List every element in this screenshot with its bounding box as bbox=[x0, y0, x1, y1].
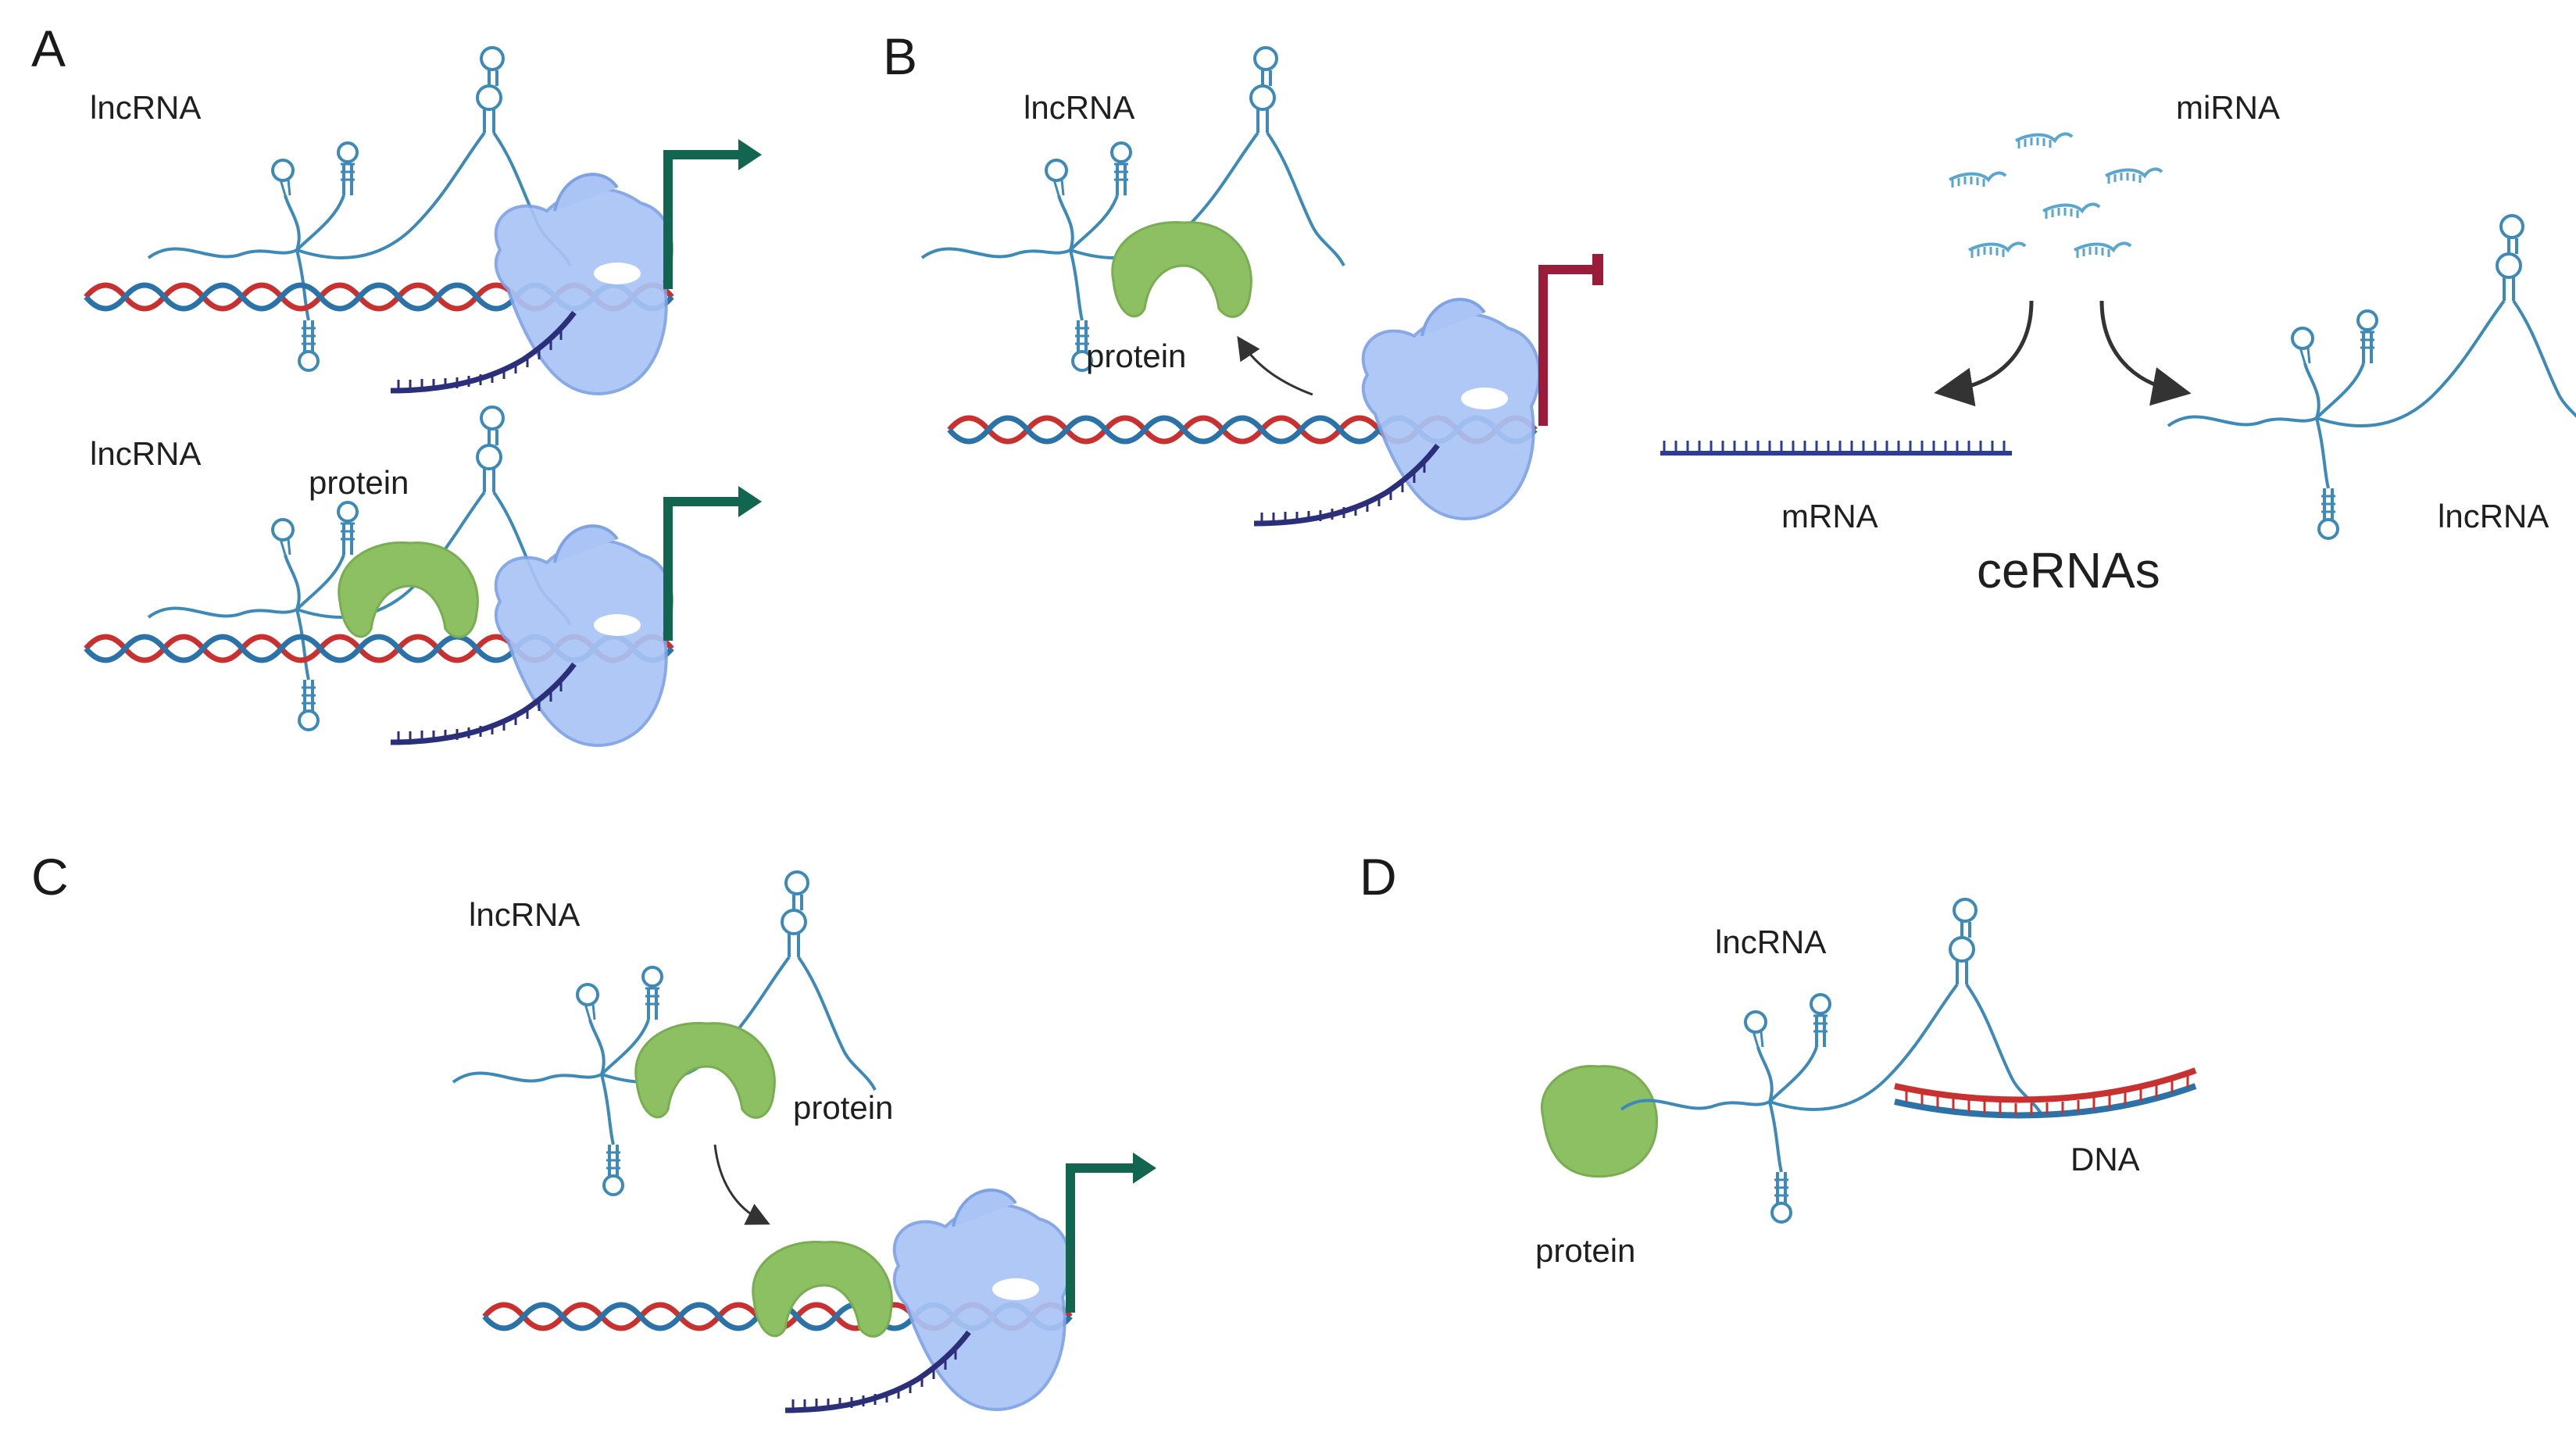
activation-arrow-icon bbox=[1066, 1163, 1137, 1313]
panel-a-letter: A bbox=[31, 20, 66, 77]
mirna-icon bbox=[2073, 241, 2132, 259]
panel-b-cerna-label: ceRNAs bbox=[1977, 542, 2160, 599]
protein-icon bbox=[634, 1021, 776, 1119]
panel-c-letter: C bbox=[31, 848, 69, 906]
panel-d-protein-label: protein bbox=[1535, 1232, 1635, 1269]
lncrna-structure-icon bbox=[147, 46, 572, 372]
panel-b-left: lncRNA protein bbox=[920, 46, 1603, 523]
panel-b-mirna-label: miRNA bbox=[2176, 89, 2280, 126]
panel-a-top-lncrna-label: lncRNA bbox=[90, 89, 201, 126]
panel-c: lncRNA protein bbox=[452, 870, 1156, 1410]
panel-a-top: lncRNA bbox=[86, 46, 762, 395]
lncrna-structure-icon bbox=[2167, 214, 2576, 540]
protein-icon bbox=[1111, 220, 1252, 318]
panel-b-lncrna2-label: lncRNA bbox=[2438, 498, 2549, 534]
panel-a-bottom: lncRNA protein bbox=[86, 406, 762, 747]
panel-c-lncrna-label: lncRNA bbox=[469, 896, 580, 933]
panel-b-protein-label: protein bbox=[1086, 338, 1186, 374]
protein-icon bbox=[752, 1240, 893, 1338]
mirna-icon bbox=[1967, 241, 2027, 259]
panel-a-bottom-protein-label: protein bbox=[309, 464, 409, 501]
panel-b-letter: B bbox=[883, 27, 917, 85]
mirna-icon bbox=[2104, 167, 2163, 185]
panel-b-mrna-label: mRNA bbox=[1781, 498, 1878, 534]
mirna-icon bbox=[1948, 171, 2007, 189]
dna-strand-icon bbox=[1894, 1067, 2197, 1119]
mrna-icon bbox=[1660, 441, 2012, 456]
protein-icon bbox=[1540, 1064, 1659, 1178]
panel-a-bottom-lncrna-label: lncRNA bbox=[90, 435, 201, 472]
panel-d-lncrna-label: lncRNA bbox=[1715, 924, 1826, 960]
panel-b-lncrna-label: lncRNA bbox=[1024, 89, 1134, 126]
panel-b-cerna: miRNA mRNA lncRNA ceRNAs bbox=[1660, 89, 2576, 599]
activation-arrow-icon bbox=[663, 497, 742, 641]
mirna-icon bbox=[2042, 202, 2101, 220]
lncrna-structure-icon bbox=[1620, 898, 2045, 1224]
repression-bar-icon bbox=[1538, 265, 1598, 426]
panel-c-protein-label: protein bbox=[793, 1089, 893, 1126]
mirna-icon bbox=[2014, 132, 2074, 150]
rna-polymerase-icon bbox=[1361, 298, 1541, 520]
panel-d: lncRNA DNA protein bbox=[1535, 898, 2197, 1269]
panel-d-dna-label: DNA bbox=[2070, 1141, 2140, 1177]
panel-d-letter: D bbox=[1359, 848, 1397, 906]
activation-arrow-icon bbox=[663, 150, 742, 289]
